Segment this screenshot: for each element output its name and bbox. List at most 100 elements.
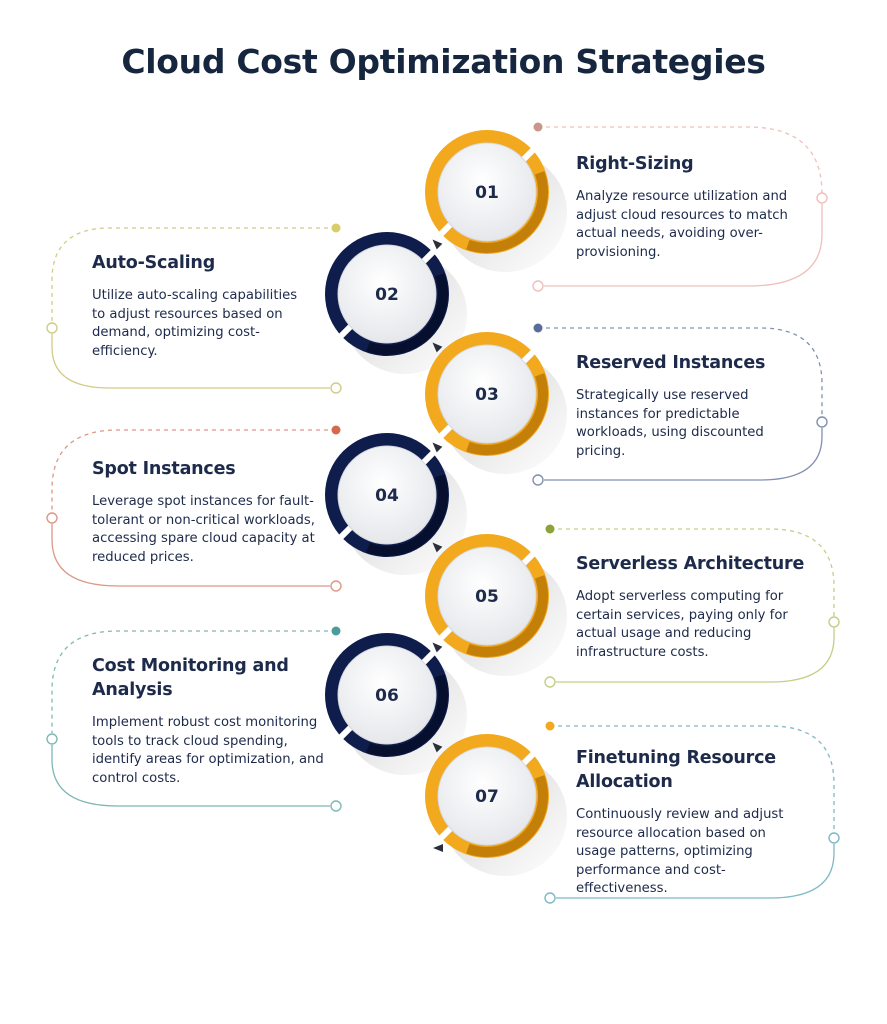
dashed-connector <box>51 429 336 512</box>
step-heading: Spot Instances <box>92 459 236 479</box>
circle-face-edge <box>437 746 537 846</box>
step-number: 06 <box>375 686 399 706</box>
step-description: Implement robust cost monitoring tools t… <box>92 715 324 786</box>
dashed-connector <box>538 126 823 194</box>
step-card-03: Reserved Instances Strategically use res… <box>576 351 808 461</box>
ring-shade <box>466 575 548 657</box>
ring-notch <box>335 725 353 743</box>
ring-notch <box>421 447 439 465</box>
step-circle-04: 04 <box>325 433 449 557</box>
step-heading: Finetuning Resource Allocation <box>576 748 776 792</box>
dashed-connector <box>538 327 823 416</box>
page-title: Cloud Cost Optimization Strategies <box>121 42 766 81</box>
solid-connector <box>51 334 330 389</box>
ring-shade <box>366 474 448 556</box>
step-description: Utilize auto-scaling capabilities to adj… <box>92 288 298 359</box>
connector-07 <box>544 721 840 904</box>
connector-dot <box>545 721 555 731</box>
connector-ring <box>828 616 840 628</box>
step-card-02: Auto-Scaling Utilize auto-scaling capabi… <box>92 251 307 361</box>
step-heading: Serverless Architecture <box>576 554 805 574</box>
step-description: Analyze resource utilization and adjust … <box>576 189 788 260</box>
ring-notch <box>435 222 453 240</box>
circle-face-edge <box>337 445 437 545</box>
pointer-arrow <box>432 239 443 250</box>
circle-face <box>338 446 436 544</box>
pointer-arrow <box>432 442 443 453</box>
step-description: Adopt serverless computing for certain s… <box>576 589 788 660</box>
connector-01 <box>532 122 828 292</box>
connector-dot <box>533 122 543 132</box>
connector-02 <box>46 223 342 394</box>
ring-shade <box>466 775 548 857</box>
ring-notch <box>521 748 539 766</box>
pointer-arrow <box>432 642 443 653</box>
pointer-arrow <box>432 542 443 553</box>
step-card-07: Finetuning Resource Allocation Continuou… <box>576 746 808 899</box>
connector-dot <box>331 626 341 636</box>
ring-notch <box>435 626 453 644</box>
solid-connector <box>544 428 823 481</box>
ring-notch <box>421 246 439 264</box>
solid-connector <box>556 628 835 683</box>
step-description: Leverage spot instances for fault-tolera… <box>92 494 315 565</box>
connector-dot <box>533 323 543 333</box>
solid-connector <box>51 745 330 807</box>
connector-05 <box>544 524 840 688</box>
step-number: 01 <box>475 183 499 203</box>
step-circle-06: 06 <box>325 633 449 757</box>
step-description: Strategically use reserved instances for… <box>576 388 764 459</box>
step-heading: Reserved Instances <box>576 353 766 373</box>
dashed-connector <box>51 630 336 733</box>
connector-ring <box>330 382 342 394</box>
dashed-connector <box>550 725 835 832</box>
connector-ring <box>828 832 840 844</box>
ring-notch <box>435 424 453 442</box>
ring-notch <box>335 324 353 342</box>
circle-face-edge <box>337 244 437 344</box>
step-card-01: Right-Sizing Analyze resource utilizatio… <box>576 152 808 262</box>
connector-06 <box>46 626 342 812</box>
step-circle-03: 03 <box>425 332 549 456</box>
circle-face <box>438 143 536 241</box>
dashed-connector <box>51 227 336 322</box>
pointer-arrow <box>433 844 443 852</box>
circle-face-edge <box>437 142 537 242</box>
circle-face-edge <box>337 645 437 745</box>
connector-dot <box>545 524 555 534</box>
connector-ring <box>544 676 556 688</box>
connector-04 <box>46 425 342 592</box>
circle-face-edge <box>437 546 537 646</box>
step-card-06: Cost Monitoring and Analysis Implement r… <box>92 654 324 788</box>
connector-ring <box>46 733 58 745</box>
circle-face <box>338 245 436 343</box>
solid-connector <box>556 844 835 899</box>
step-number: 05 <box>475 587 499 607</box>
connector-03 <box>532 323 828 486</box>
step-circle-02: 02 <box>325 232 449 356</box>
pointer-arrow <box>432 342 443 353</box>
connector-dot <box>331 425 341 435</box>
step-card-04: Spot Instances Leverage spot instances f… <box>92 457 324 567</box>
step-number: 07 <box>475 787 499 807</box>
circle-face <box>438 747 536 845</box>
ring-shade <box>466 171 548 253</box>
circle-face <box>338 646 436 744</box>
ring-notch <box>521 346 539 364</box>
step-description: Continuously review and adjust resource … <box>576 807 784 897</box>
connector-ring <box>330 800 342 812</box>
ring-shade <box>466 373 548 455</box>
connector-ring <box>532 474 544 486</box>
step-card-05: Serverless Architecture Adopt serverless… <box>576 552 818 662</box>
ring-notch <box>435 826 453 844</box>
step-circle-07: 07 <box>425 734 549 858</box>
circle-face-edge <box>437 344 537 444</box>
step-number: 02 <box>375 285 399 305</box>
connector-ring <box>816 416 828 428</box>
step-circle-01: 01 <box>425 130 549 254</box>
circle-face <box>438 547 536 645</box>
connector-ring <box>816 192 828 204</box>
connector-ring <box>544 892 556 904</box>
